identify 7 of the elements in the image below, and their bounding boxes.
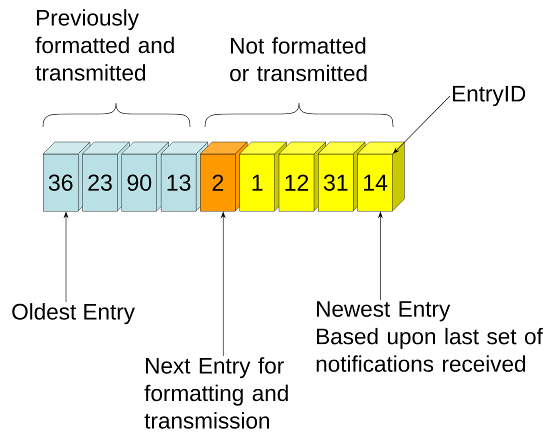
caption-text: EntryID [453, 86, 526, 106]
caption-text: Oldest Entry [12, 303, 135, 324]
cube-box: 14 [357, 142, 405, 212]
caption-text: Newest Entry Based upon last set of notifications received [316, 301, 543, 372]
group-label: Not formatted or transmitted [230, 37, 367, 82]
caption-text: Next Entry for formatting and transmission [144, 357, 288, 429]
group-label: Previously formatted and transmitted [36, 9, 174, 81]
